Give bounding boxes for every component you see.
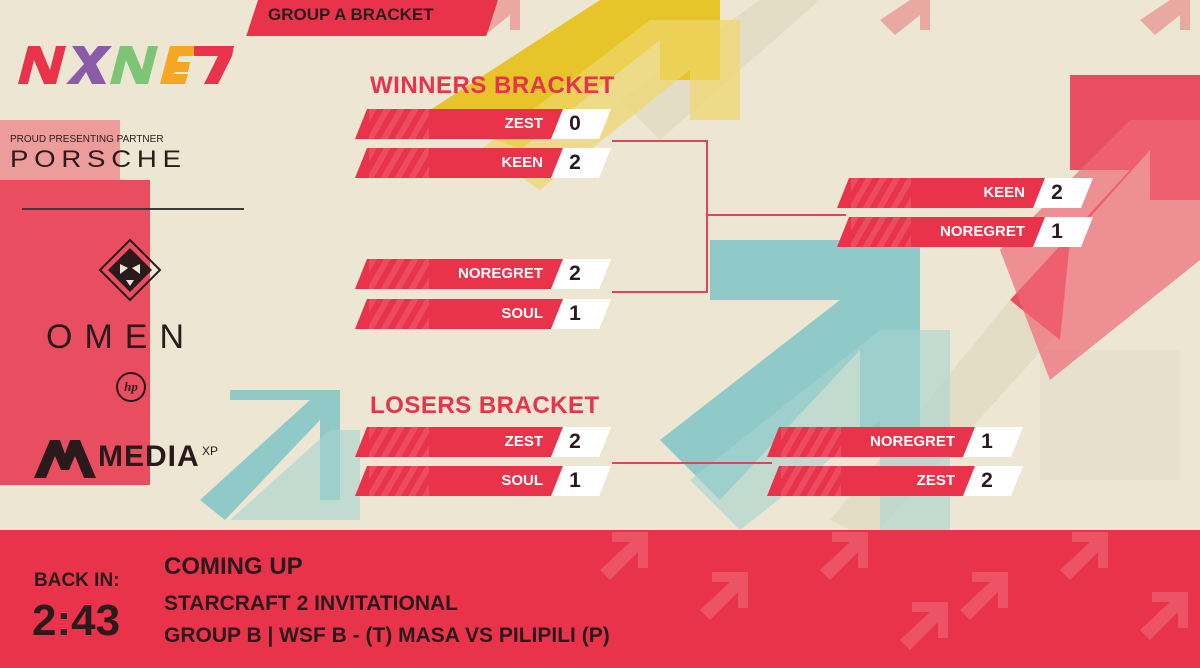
sponsor-divider — [22, 208, 244, 210]
match-slot-losers-final-bottom: ZEST 2 — [767, 466, 1027, 496]
player-score: 2 — [963, 469, 1011, 493]
match-slot-winners-m2-bottom: SOUL 1 — [355, 299, 615, 329]
match-slot-winners-m1-top: ZEST 0 — [355, 109, 615, 139]
sponsor-sidebar: PROUD PRESENTING PARTNER PORSCHE OMEN hp… — [0, 0, 250, 530]
player-score: 1 — [551, 302, 599, 326]
match-slot-losers-m1-bottom: SOUL 1 — [355, 466, 615, 496]
match-slot-losers-m1-top: ZEST 2 — [355, 427, 615, 457]
slot-stripe — [369, 148, 429, 178]
player-name: ZEST — [917, 472, 955, 489]
losers-bracket-title: LOSERS BRACKET — [370, 392, 600, 420]
player-name: ZEST — [505, 433, 543, 450]
player-name: SOUL — [501, 472, 543, 489]
player-score: 2 — [551, 151, 599, 175]
player-score: 1 — [1033, 220, 1081, 244]
player-name: NOREGRET — [458, 265, 543, 282]
back-in-label: BACK IN: — [34, 570, 120, 592]
partner-label: PROUD PRESENTING PARTNER — [10, 134, 164, 145]
omen-logo: OMEN — [46, 318, 196, 357]
omen-raccoon-icon — [98, 238, 162, 302]
player-score: 2 — [1033, 181, 1081, 205]
slot-stripe — [369, 427, 429, 457]
porsche-logo: PORSCHE — [10, 146, 187, 174]
hp-logo: hp — [116, 372, 146, 402]
connector-line — [612, 462, 772, 464]
player-score: 1 — [963, 430, 1011, 454]
nxne-logo — [18, 42, 238, 101]
mediaxp-mark-icon — [34, 440, 96, 478]
player-score: 0 — [551, 112, 599, 136]
slot-stripe — [369, 259, 429, 289]
player-score: 2 — [551, 430, 599, 454]
coming-up-match: GROUP B | WSF B - (T) MASA VS PILIPILI (… — [164, 624, 610, 648]
coming-up-heading: COMING UP — [164, 553, 303, 581]
match-slot-losers-final-top: NOREGRET 1 — [767, 427, 1027, 457]
player-name: NOREGRET — [870, 433, 955, 450]
slot-stripe — [781, 427, 841, 457]
slot-stripe — [851, 178, 911, 208]
connector-line — [706, 214, 846, 216]
mediaxp-logo: MEDIA — [98, 440, 200, 474]
slot-stripe — [851, 217, 911, 247]
connector-line — [612, 291, 707, 293]
nxne-logo-graphic — [18, 42, 238, 90]
match-slot-winners-final-top: KEEN 2 — [837, 178, 1097, 208]
connector-line — [612, 140, 707, 142]
player-name: KEEN — [983, 184, 1025, 201]
countdown-timer: 2:43 — [32, 596, 120, 646]
mediaxp-sup: XP — [202, 444, 218, 458]
match-slot-winners-m2-top: NOREGRET 2 — [355, 259, 615, 289]
player-score: 1 — [551, 469, 599, 493]
player-score: 2 — [551, 262, 599, 286]
player-name: ZEST — [505, 115, 543, 132]
coming-up-event: STARCRAFT 2 INVITATIONAL — [164, 592, 458, 616]
page-title: GROUP A BRACKET — [268, 5, 434, 25]
player-name: NOREGRET — [940, 223, 1025, 240]
slot-stripe — [781, 466, 841, 496]
match-slot-winners-final-bottom: NOREGRET 1 — [837, 217, 1097, 247]
slot-stripe — [369, 109, 429, 139]
connector-line — [706, 140, 708, 293]
match-slot-winners-m1-bottom: KEEN 2 — [355, 148, 615, 178]
slot-stripe — [369, 299, 429, 329]
winners-bracket-title: WINNERS BRACKET — [370, 72, 615, 100]
player-name: KEEN — [501, 154, 543, 171]
slot-stripe — [369, 466, 429, 496]
player-name: SOUL — [501, 305, 543, 322]
